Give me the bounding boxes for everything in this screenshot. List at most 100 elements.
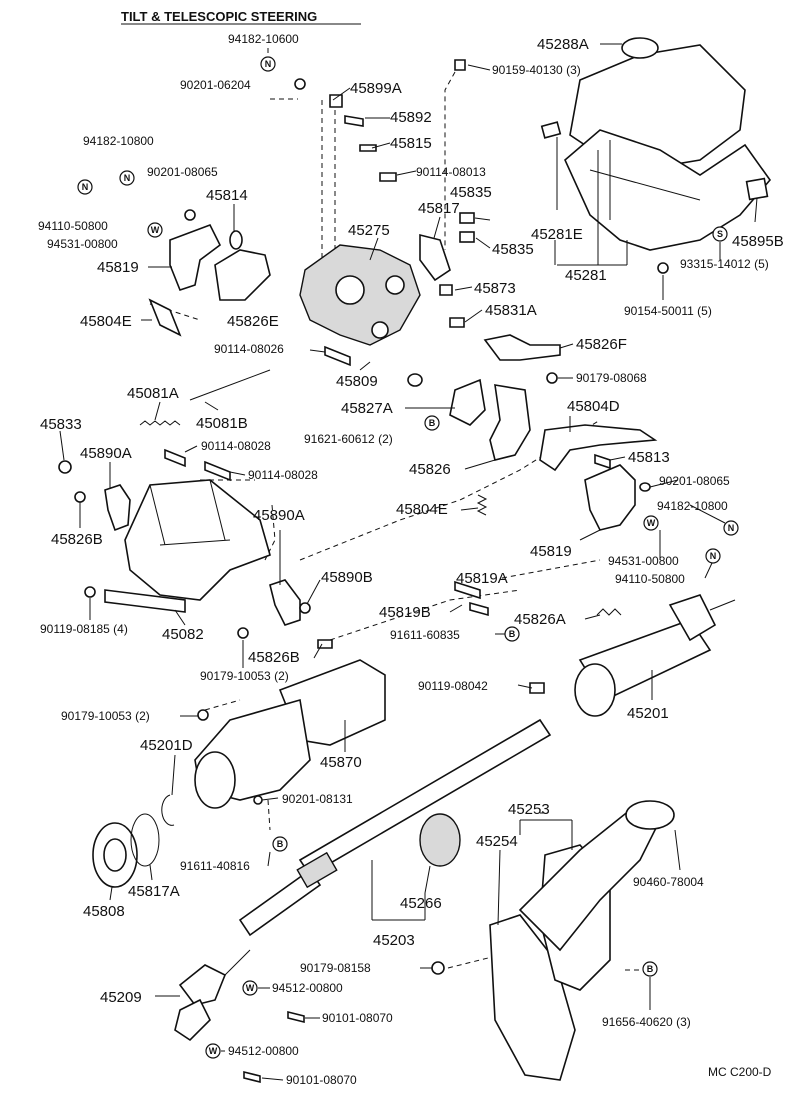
steering-column-45201 xyxy=(574,594,736,717)
part-label: 45826F xyxy=(576,336,627,353)
part-label: 45895B xyxy=(732,233,784,250)
part-label: 90179-08158 xyxy=(300,961,371,975)
part-label: 45275 xyxy=(348,222,390,239)
svg-text:N: N xyxy=(710,551,717,561)
part-label: 94531-00800 xyxy=(47,237,118,251)
leader-lines xyxy=(59,43,758,1081)
part-label: 45835 xyxy=(450,184,492,201)
part-label: 94110-50800 xyxy=(615,572,685,586)
svg-text:N: N xyxy=(82,182,89,192)
part-label: 90114-08013 xyxy=(416,165,486,179)
part-label: 90201-08131 xyxy=(282,792,353,806)
part-label: 90179-10053 (2) xyxy=(200,669,289,683)
part-label: 91621-60612 (2) xyxy=(304,432,393,446)
bushing-45266 xyxy=(419,813,461,867)
lever-45819-upper xyxy=(169,223,222,291)
part-label: 45203 xyxy=(373,932,415,949)
part-label: 45835 xyxy=(492,241,534,258)
part-label: 45826A xyxy=(514,611,566,628)
part-label: 45819 xyxy=(97,259,139,276)
part-label: 90101-08070 xyxy=(322,1011,393,1025)
svg-text:B: B xyxy=(277,839,284,849)
fasteners xyxy=(58,59,669,1084)
part-label: 91611-60835 xyxy=(390,628,460,642)
part-label: 90114-08026 xyxy=(214,342,284,356)
diagram-title: TILT & TELESCOPIC STEERING xyxy=(121,9,317,24)
part-label: 90159-40130 (3) xyxy=(492,63,581,77)
pivot-45817 xyxy=(419,233,451,282)
lever-45826F xyxy=(483,334,561,361)
part-label: 94110-50800 xyxy=(38,219,108,233)
part-label: 90201-08065 xyxy=(147,165,218,179)
universal-joint-45209 xyxy=(174,949,251,1042)
lever-45819-lower xyxy=(584,464,636,531)
part-label: 45817 xyxy=(418,200,460,217)
part-label: 45081A xyxy=(127,385,179,402)
lever-45826 xyxy=(489,384,531,461)
part-label: 45819 xyxy=(530,543,572,560)
part-label: 94512-00800 xyxy=(228,1044,299,1058)
part-label: 91656-40620 (3) xyxy=(602,1015,691,1029)
part-label: 45899A xyxy=(350,80,402,97)
pawl-45890A-left xyxy=(104,484,131,532)
svg-text:N: N xyxy=(265,59,272,69)
svg-text:W: W xyxy=(209,1046,218,1056)
part-label: 94182-10800 xyxy=(83,134,154,148)
part-label: 45892 xyxy=(390,109,432,126)
part-label: 45890B xyxy=(321,569,373,586)
column-cover-clip xyxy=(621,37,659,59)
diagram-code: MC C200-D xyxy=(708,1065,772,1079)
part-label: 90201-08065 xyxy=(659,474,730,488)
pawl-45890A-right xyxy=(269,579,301,626)
clamp-90460 xyxy=(625,800,675,830)
part-label: 45804D xyxy=(567,398,620,415)
part-label: 45826B xyxy=(248,649,300,666)
part-label: 90114-08028 xyxy=(248,468,318,482)
part-label: 93315-14012 (5) xyxy=(680,257,769,271)
column-cover-upper xyxy=(564,37,772,251)
part-label: 90460-78004 xyxy=(633,875,704,889)
part-label: 94531-00800 xyxy=(608,554,679,568)
part-label: 90119-08042 xyxy=(418,679,488,693)
svg-text:S: S xyxy=(717,229,723,239)
part-label: 45266 xyxy=(400,895,442,912)
lever-45804D xyxy=(539,424,658,472)
steering-column-bracket-45082 xyxy=(104,479,271,613)
part-label: 94512-00800 xyxy=(272,981,343,995)
ring-45817A xyxy=(130,813,160,867)
part-label: 45288A xyxy=(537,36,589,53)
part-label: 45814 xyxy=(206,187,248,204)
part-label: 45808 xyxy=(83,903,125,920)
part-label: 91611-40816 xyxy=(180,859,250,873)
part-label: 45804E xyxy=(80,313,132,330)
symbol-circles: N N N W B S N W N B B B W W xyxy=(77,56,739,1059)
part-label: 45201D xyxy=(140,737,193,754)
lever-45826E xyxy=(214,249,271,301)
part-label: 45831A xyxy=(485,302,537,319)
part-label: 90119-08185 (4) xyxy=(40,622,128,636)
part-label: 45870 xyxy=(320,754,362,771)
part-label: 90154-50011 (5) xyxy=(624,304,712,318)
part-label: 45819B xyxy=(379,604,431,621)
part-label: 45833 xyxy=(40,416,82,433)
part-label: 45253 xyxy=(508,801,550,818)
pad-45281E xyxy=(540,121,562,139)
svg-text:N: N xyxy=(728,523,735,533)
part-label: 45873 xyxy=(474,280,516,297)
part-label: 45809 xyxy=(336,373,378,390)
steering-main-shaft-45203 xyxy=(238,718,552,937)
part-label: 45826B xyxy=(51,531,103,548)
svg-text:B: B xyxy=(509,629,516,639)
part-label: 45081B xyxy=(196,415,248,432)
column-tube-45870 xyxy=(194,659,386,809)
part-label: 45817A xyxy=(128,883,180,900)
spring-45081A xyxy=(139,420,181,426)
part-label: 45082 xyxy=(162,626,204,643)
snap-ring-45201D xyxy=(161,794,175,826)
part-label: 45890A xyxy=(253,507,305,524)
part-label: 45254 xyxy=(476,833,518,850)
part-label: 90179-10053 (2) xyxy=(61,709,150,723)
svg-text:W: W xyxy=(246,983,255,993)
part-label: 94182-10600 xyxy=(228,32,299,46)
